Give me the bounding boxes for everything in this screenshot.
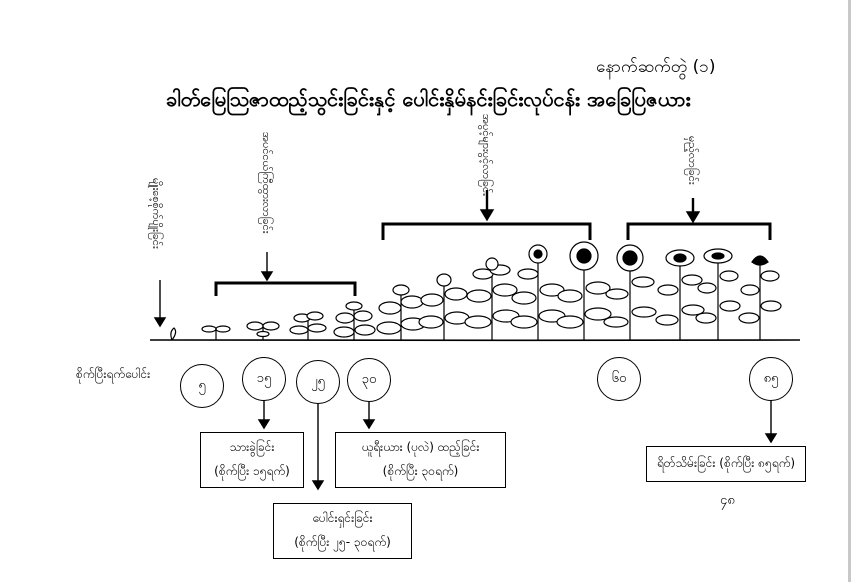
flowering-plant-1-icon — [510, 244, 566, 340]
day-circle-85: ၈၅ — [749, 357, 793, 401]
ripening-plant-2-icon — [655, 249, 705, 340]
ripening-plant-1-icon — [603, 244, 657, 340]
ripening-arrowhead — [685, 211, 701, 224]
weeding-box: ပေါင်းရှင်းခြင်း (စိုက်ပြီး ၂၅- ၃၀ရက်) — [273, 503, 412, 559]
harvest-box: ရိတ်သိမ်းခြင်း (စိုက်ပြီး ၈၅ရက်) — [646, 446, 806, 482]
harvest-title: ရိတ်သိမ်းခြင်း (စိုက်ပြီး ၈၅ရက်) — [656, 456, 796, 470]
page-title: ခါတ်မြေဩဇာထည့်သွင်းခြင်းနှင့် ပေါင်းနှိမ… — [166, 87, 691, 111]
budding-plant-1-icon — [376, 284, 426, 340]
budding-plant-3-icon — [464, 257, 520, 340]
thinning-day: (စိုက်ပြီး ၁၅ရက်) — [214, 464, 290, 478]
ripening-plant-3-icon — [695, 248, 741, 340]
sowing-arrowhead — [153, 317, 167, 328]
seedling-2-icon — [246, 321, 280, 340]
stage-label-flowering: အပွင့်များပွင့်လာခြင်း — [480, 114, 493, 196]
fertilizer-title: ယူရီးယား (ပုလဲ) ထည့်ခြင်း — [361, 440, 480, 454]
days-after-sowing-label: စိုက်ပြီးရက်ပေါင်း — [76, 367, 151, 381]
page-number: ၄၈ — [720, 493, 735, 508]
weeding-day: (စိုက်ပြီး ၂၅- ၃၀ရက်) — [294, 535, 391, 549]
stage-label-early: အပင်ငယ်ကြီထွားလာခြင်း — [260, 132, 273, 234]
stage-label-ripening: မှည့်လာခြင်း — [686, 136, 699, 185]
fertilizer-day: (စိုက်ပြီး ၃၀ရက်) — [382, 464, 459, 478]
young-plant-1-icon — [289, 311, 327, 340]
early-arrowhead — [260, 271, 274, 282]
day-circle-60: ၆၀ — [597, 357, 641, 401]
seedling-1-icon — [201, 325, 231, 340]
day-circle-15: ၁၅ — [242, 357, 286, 401]
thinning-box: သားခွဲခြင်း (စိုက်ပြီး ၁၅ရက်) — [200, 432, 304, 488]
day-circle-30: ၃၀ — [347, 358, 391, 402]
seed-icon — [170, 327, 177, 341]
budding-plant-2-icon — [418, 273, 470, 340]
bracket-flowering — [381, 222, 592, 240]
weeding-title: ပေါင်းရှင်းခြင်း — [312, 511, 373, 525]
bracket-early — [214, 281, 357, 296]
flowering-plant-2-icon — [556, 241, 612, 340]
bracket-ripening — [626, 222, 772, 240]
plant-sequence — [170, 241, 782, 341]
fertilizer-box: ယူရီးယား (ပုလဲ) ထည့်ခြင်း (စိုက်ပြီး ၃၀ရ… — [335, 432, 506, 488]
day-circle-25: ၂၅ — [296, 360, 340, 404]
ripening-plant-4-icon — [738, 255, 782, 340]
flowering-arrowhead — [479, 209, 495, 222]
stage-label-sowing: မျိုးစေ့စိုက်ပျိုးခြင်း — [150, 178, 163, 249]
ground-line — [149, 338, 801, 342]
day-circle-5: ၅ — [180, 364, 224, 408]
thinning-title: သားခွဲခြင်း — [229, 440, 275, 454]
appendix-label: နောက်ဆက်တွဲ (၁) — [596, 57, 716, 77]
young-plant-2-icon — [333, 301, 376, 340]
